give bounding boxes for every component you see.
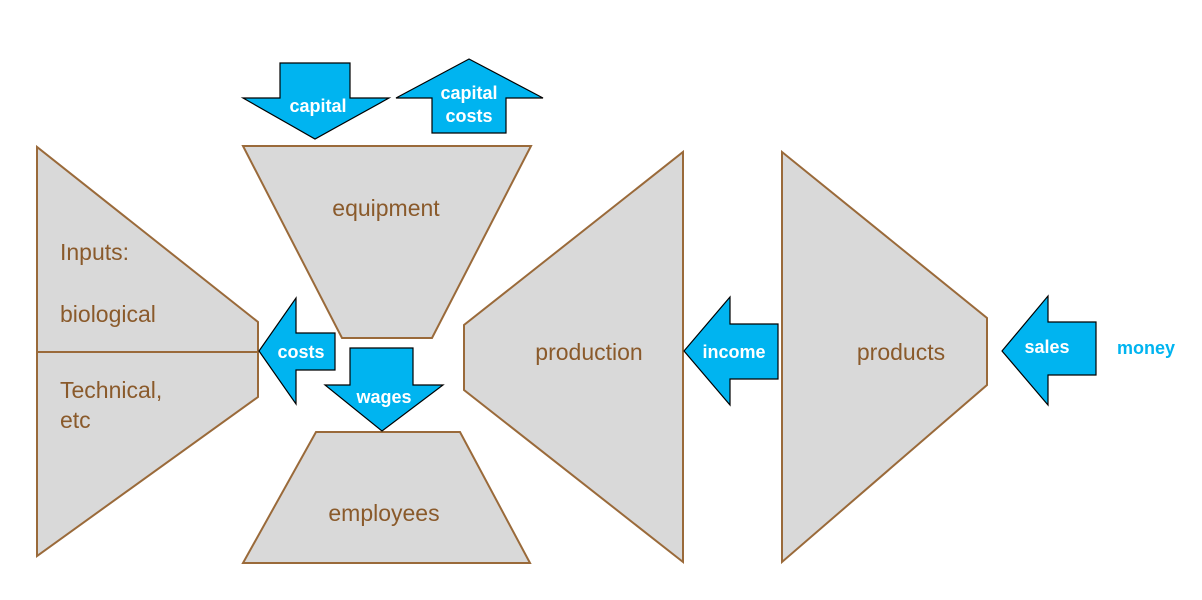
capital-costs-arrow: capital costs — [395, 58, 544, 134]
production-label: production — [535, 339, 642, 365]
capital-costs-label-line1: capital — [440, 83, 497, 103]
equipment-label: equipment — [332, 195, 440, 221]
income-arrow: income — [683, 295, 779, 407]
production-shape — [463, 149, 684, 565]
equipment-shape — [241, 145, 533, 339]
capital-costs-label-line2: costs — [445, 106, 492, 126]
inputs-label-biological: biological — [60, 301, 156, 327]
income-arrow-shape — [683, 295, 779, 407]
costs-arrow: costs — [258, 296, 336, 406]
inputs-label-etc: etc — [60, 407, 91, 433]
inputs-node: Inputs: biological Technical, etc — [36, 144, 259, 558]
money-label: money — [1117, 338, 1175, 358]
sales-label: sales — [1024, 337, 1069, 357]
inputs-label-technical: Technical, — [60, 377, 162, 403]
income-label: income — [702, 342, 765, 362]
costs-label: costs — [277, 342, 324, 362]
employees-node: employees — [241, 431, 532, 564]
wages-label: wages — [355, 387, 411, 407]
wages-arrow: wages — [323, 347, 445, 432]
employees-shape — [241, 431, 532, 564]
employees-label: employees — [328, 500, 439, 526]
products-shape — [781, 149, 988, 565]
equipment-node: equipment — [241, 145, 533, 339]
capital-arrow-shape — [240, 62, 392, 140]
capital-costs-arrow-shape — [395, 58, 544, 134]
capital-arrow: capital — [240, 62, 392, 140]
costs-arrow-shape — [258, 296, 336, 406]
products-node: products — [781, 149, 988, 565]
inputs-label-title: Inputs: — [60, 239, 129, 265]
sales-arrow-shape — [1001, 294, 1097, 407]
wages-arrow-shape — [323, 347, 445, 432]
sales-arrow: sales — [1001, 294, 1097, 407]
production-node: production — [463, 149, 684, 565]
products-label: products — [857, 339, 945, 365]
capital-label: capital — [289, 96, 346, 116]
